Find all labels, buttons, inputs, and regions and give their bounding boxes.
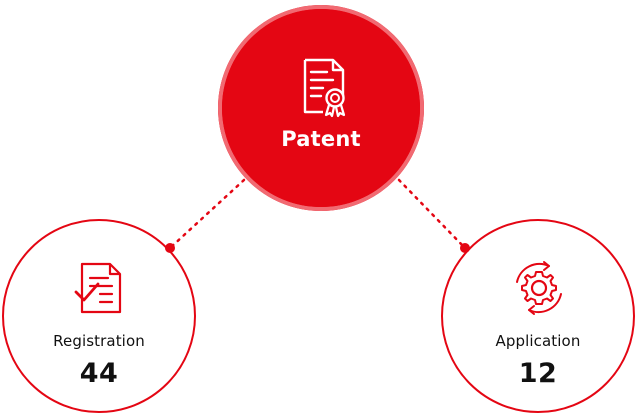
application-node: Application 12 — [441, 219, 635, 413]
application-value: 12 — [518, 358, 558, 389]
patent-label: Patent — [281, 127, 361, 151]
registration-label: Registration — [53, 332, 145, 350]
patent-node-inner — [222, 9, 420, 207]
certificate-icon — [299, 56, 351, 118]
connector-dot-right — [460, 243, 470, 253]
document-check-icon — [70, 258, 130, 318]
gear-cycle-icon — [509, 258, 569, 318]
connector-dot-left — [165, 243, 175, 253]
application-label: Application — [495, 332, 581, 350]
connector-right — [397, 178, 467, 250]
patent-node: Patent — [218, 5, 424, 211]
registration-node: Registration 44 — [2, 219, 196, 413]
registration-value: 44 — [79, 358, 119, 389]
connector-left — [168, 178, 246, 250]
